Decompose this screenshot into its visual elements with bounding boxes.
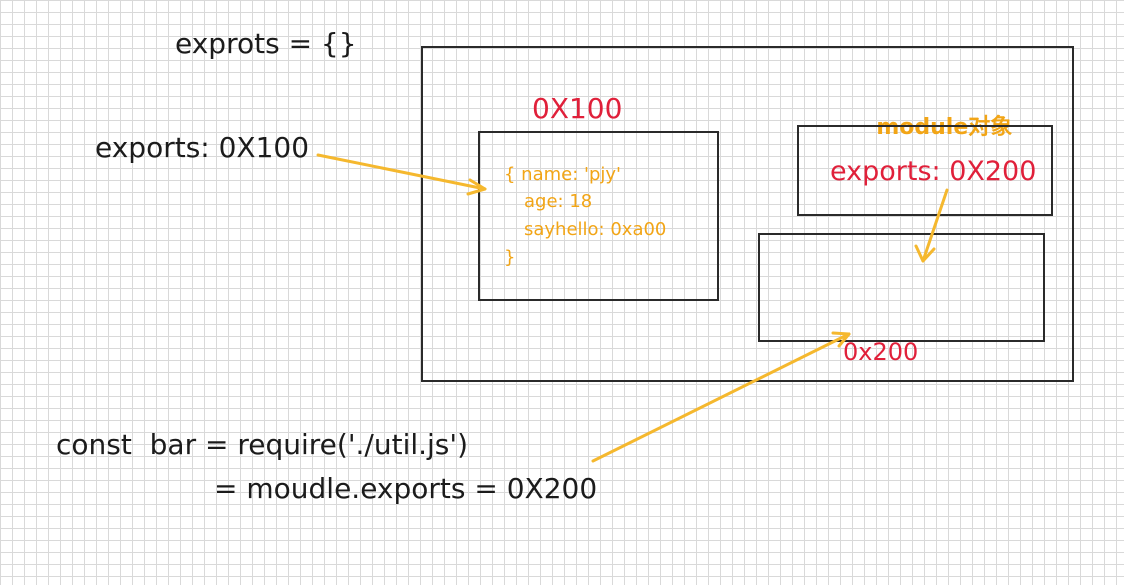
module-title-prefix: module [876, 115, 969, 140]
object-0x100-box [478, 131, 719, 301]
require-statement-line1: const bar = require('./util.js') [56, 428, 469, 461]
arrow-require-to-0x200 [591, 332, 851, 463]
exports-empty-object-label: exprots = {} [175, 27, 357, 60]
module-object-box [797, 125, 1053, 216]
arrow-module-exports-to-0x200-head [914, 244, 936, 263]
memory-container-box [421, 46, 1074, 382]
object-line-sayhello: sayhello: 0xa00 [524, 219, 667, 240]
exports-pointer-label: exports: 0X100 [95, 131, 310, 164]
arrow-module-exports-to-0x200 [921, 188, 949, 263]
arrow-exports-to-0x100-head [466, 178, 487, 196]
address-0x200-label: 0x200 [843, 338, 919, 366]
require-statement-line2: = moudle.exports = 0X200 [214, 472, 598, 505]
arrow-require-to-0x200-head [831, 331, 851, 348]
arrow-exports-to-0x100 [316, 153, 487, 191]
object-line-close: } [504, 247, 516, 268]
module-object-title: module对象 [861, 95, 1012, 139]
object-0x200-box [758, 233, 1045, 342]
object-line-name: { name: 'pjy' [504, 164, 621, 185]
module-title-suffix: 对象 [968, 115, 1013, 140]
object-line-age: age: 18 [524, 191, 593, 212]
address-0x100-label: 0X100 [532, 92, 623, 125]
module-exports-label: exports: 0X200 [830, 156, 1037, 187]
